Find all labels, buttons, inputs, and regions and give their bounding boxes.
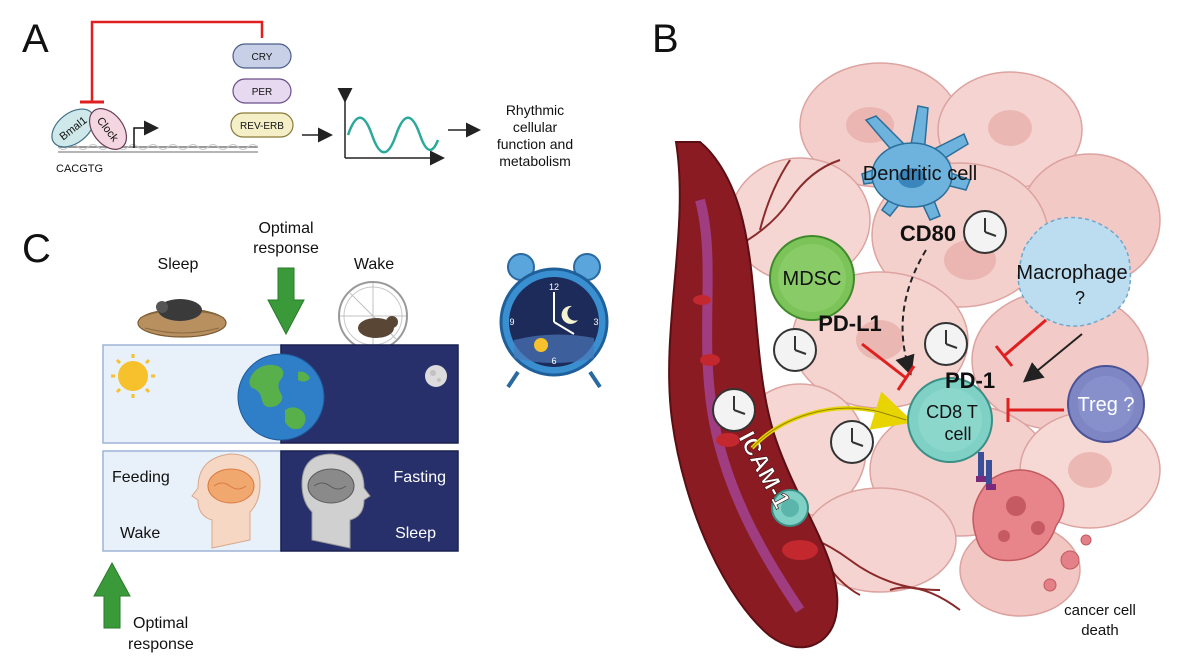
mdsc-label: MDSC: [783, 268, 842, 290]
panel-a: A Bmal1 Clock CACGTG CRY PER: [22, 17, 573, 175]
fasting-label: Fasting: [394, 469, 446, 486]
panel-c-letter: C: [22, 227, 51, 271]
pd1-label: PD-1: [945, 368, 995, 393]
optimal-response-top-line2: response: [253, 240, 319, 257]
optimal-down-arrow: [267, 267, 305, 336]
panel-c: C Sleep Wake Optimal response: [22, 220, 609, 653]
svg-text:12: 12: [549, 282, 559, 292]
optimal-response-bottom-line1: Optimal: [133, 615, 188, 632]
svg-text:REV-ERB: REV-ERB: [240, 121, 284, 132]
svg-text:PER: PER: [252, 87, 273, 98]
wake-label: Wake: [354, 256, 394, 273]
wake-bottom-label: Wake: [120, 525, 160, 542]
sleeping-mouse-in-nest: [137, 299, 227, 338]
clock-protein: Clock: [88, 108, 128, 150]
oscillation-plot: [337, 88, 445, 166]
moon-icon: [425, 365, 447, 387]
clock-icon-dc: [963, 210, 1007, 254]
clock-icon-extravasation: [830, 420, 874, 464]
svg-text:function and: function and: [497, 136, 573, 152]
clock-icon-vessel: [712, 388, 756, 432]
per-pill: PER: [232, 78, 292, 104]
feedback-inhibition-line: [90, 20, 264, 102]
bmal1-protein: Bmal1: [51, 108, 95, 148]
sun-icon: [111, 354, 155, 398]
dendritic-cell-label: Dendritic cell: [863, 163, 977, 185]
svg-text:6: 6: [551, 356, 556, 366]
pdl1-label: PD-L1: [818, 311, 882, 336]
extravasation-arrow: [750, 391, 914, 450]
cancer-cell-death-line2: death: [1081, 622, 1119, 639]
dying-cancer-cell: [972, 469, 1092, 592]
cd8-label-line1: CD8 T: [926, 402, 978, 422]
macrophage-cell: [1017, 216, 1132, 327]
cd80-to-pd1-dashed-arrow: [895, 249, 927, 376]
panel-b: B: [652, 17, 1161, 649]
dna-strand: [57, 144, 259, 153]
clock-icon-tumor: [924, 322, 968, 366]
sleep-label: Sleep: [158, 256, 199, 273]
svg-text:Rhythmic: Rhythmic: [506, 102, 564, 118]
cancer-cell-death-line1: cancer cell: [1064, 602, 1136, 619]
rev-erb-pill: REV-ERB: [230, 112, 294, 138]
promoter-label: CACGTG: [56, 163, 103, 175]
optimal-response-bottom-line2: response: [128, 636, 194, 653]
rhythmic-output-text: Rhythmic cellular function and metabolis…: [497, 102, 573, 169]
pdl1-inhibition: [861, 342, 916, 391]
feeding-label: Feeding: [112, 469, 170, 486]
treg-cell: [1067, 365, 1145, 443]
macrophage-label: Macrophage: [1016, 262, 1127, 284]
sleep-bottom-label: Sleep: [395, 525, 436, 542]
panel-b-letter: B: [652, 17, 679, 61]
cd8-label-line2: cell: [944, 424, 971, 444]
cry-pill: CRY: [232, 43, 292, 69]
transcription-start-arrow: [133, 120, 159, 148]
treg-label: Treg ?: [1077, 394, 1134, 416]
svg-text:cellular: cellular: [513, 119, 558, 135]
cd80-label: CD80: [900, 221, 956, 246]
svg-text:9: 9: [509, 317, 514, 327]
svg-text:3: 3: [593, 317, 598, 327]
optimal-response-top-line1: Optimal: [258, 220, 313, 237]
cd8-t-cell: [907, 377, 993, 463]
circulating-t-cell: [771, 489, 809, 527]
earth-globe: [237, 353, 325, 441]
svg-text:CRY: CRY: [252, 52, 273, 63]
alarm-clock-icon: 12 3 9 6: [499, 253, 609, 389]
panel-a-letter: A: [22, 17, 49, 61]
clock-icon-mdsc: [773, 328, 817, 372]
treg-inhibition: [1006, 398, 1064, 422]
sleeping-head-profile: [301, 453, 371, 549]
mdsc-cell: [769, 235, 855, 321]
macrophage-activation-arrow: [1022, 333, 1083, 383]
macrophage-inhibition: [994, 318, 1047, 367]
svg-text:metabolism: metabolism: [499, 153, 571, 169]
optimal-up-arrow: [93, 561, 131, 629]
dendritic-cell: [861, 105, 971, 221]
tcr-synapse: [976, 452, 996, 490]
awake-head-profile: [191, 453, 261, 549]
macrophage-question: ?: [1075, 288, 1085, 308]
